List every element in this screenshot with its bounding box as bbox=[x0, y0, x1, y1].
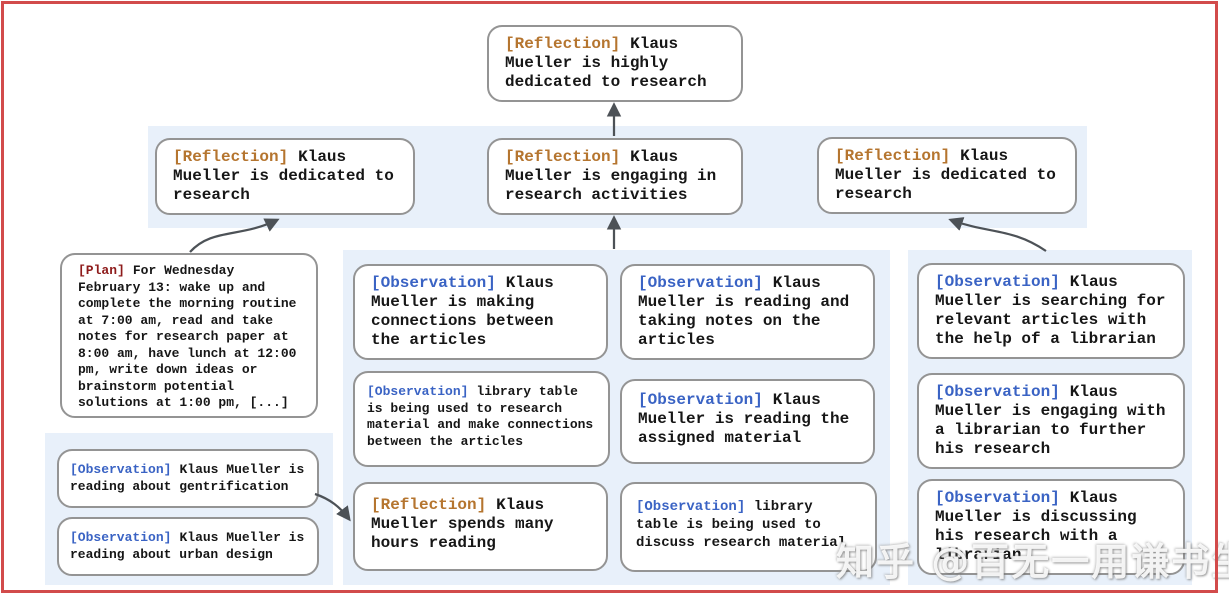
observation-node-assigned-material: [Observation]Klaus Mueller is reading th… bbox=[620, 379, 875, 464]
observation-node-urban-design: [Observation]Klaus Mueller is reading ab… bbox=[57, 517, 319, 576]
reflection-tag: [Reflection] bbox=[835, 147, 951, 165]
node-text: Klaus Mueller is reading and taking note… bbox=[638, 274, 850, 349]
observation-node-library-research: [Observation]library table is being used… bbox=[353, 371, 610, 467]
node-text: Klaus Mueller is reading about urban des… bbox=[70, 530, 305, 562]
observation-node-discuss-material: [Observation]library table is being used… bbox=[620, 482, 877, 572]
reflection-tag: [Reflection] bbox=[371, 496, 487, 514]
node-text: Klaus Mueller is engaging with a librari… bbox=[935, 383, 1166, 458]
node-text: Klaus Mueller is dedicated to research bbox=[835, 147, 1056, 203]
node-text: Klaus Mueller spends many hours reading bbox=[371, 496, 554, 552]
observation-node-gentrification: [Observation]Klaus Mueller is reading ab… bbox=[57, 449, 319, 508]
node-text: library table is being used to discuss r… bbox=[636, 499, 847, 551]
observation-tag: [Observation] bbox=[935, 489, 1060, 507]
observation-tag: [Observation] bbox=[935, 273, 1060, 291]
observation-tag: [Observation] bbox=[638, 274, 763, 292]
reflection-node-row-1: [Reflection]Klaus Mueller is dedicated t… bbox=[155, 138, 415, 215]
observation-tag: [Observation] bbox=[638, 391, 763, 409]
node-text: Klaus Mueller is reading about gentrific… bbox=[70, 462, 305, 494]
reflection-node-row-2: [Reflection]Klaus Mueller is engaging in… bbox=[487, 138, 743, 215]
node-text: Klaus Mueller is highly dedicated to res… bbox=[505, 35, 707, 91]
plan-tag: [Plan] bbox=[78, 263, 125, 278]
node-text: Klaus Mueller is searching for relevant … bbox=[935, 273, 1166, 348]
observation-tag: [Observation] bbox=[367, 384, 469, 399]
watermark: 知乎 @百无一用谦书生 bbox=[836, 540, 1229, 584]
node-text: library table is being used to research … bbox=[367, 384, 594, 449]
node-text: Klaus Mueller is making connections betw… bbox=[371, 274, 554, 349]
node-text: Klaus Mueller is reading the assigned ma… bbox=[638, 391, 850, 447]
reflection-node-root: [Reflection]Klaus Mueller is highly dedi… bbox=[487, 25, 743, 102]
reflection-node-row-3: [Reflection]Klaus Mueller is dedicated t… bbox=[817, 137, 1077, 214]
observation-tag: [Observation] bbox=[70, 462, 172, 477]
reflection-tag: [Reflection] bbox=[505, 148, 621, 166]
observation-tag: [Observation] bbox=[935, 383, 1060, 401]
reflection-tag: [Reflection] bbox=[173, 148, 289, 166]
node-text: Klaus Mueller is engaging in research ac… bbox=[505, 148, 717, 204]
reflection-tag: [Reflection] bbox=[505, 35, 621, 53]
reflection-node-hours-reading: [Reflection]Klaus Mueller spends many ho… bbox=[353, 482, 608, 571]
observation-tag: [Observation] bbox=[70, 530, 172, 545]
observation-node-taking-notes: [Observation]Klaus Mueller is reading an… bbox=[620, 264, 875, 360]
observation-node-discussing-librarian: [Observation]Klaus Mueller is discussing… bbox=[917, 479, 1185, 575]
observation-tag: [Observation] bbox=[371, 274, 496, 292]
plan-node: [Plan]For Wednesday February 13: wake up… bbox=[60, 253, 318, 418]
node-text: Klaus Mueller is discussing his research… bbox=[935, 489, 1137, 564]
observation-node-searching-articles: [Observation]Klaus Mueller is searching … bbox=[917, 263, 1185, 359]
node-text: For Wednesday February 13: wake up and c… bbox=[78, 263, 297, 410]
observation-node-engaging-librarian: [Observation]Klaus Mueller is engaging w… bbox=[917, 373, 1185, 469]
node-text: Klaus Mueller is dedicated to research bbox=[173, 148, 394, 204]
observation-node-making-connections: [Observation]Klaus Mueller is making con… bbox=[353, 264, 608, 360]
observation-tag: [Observation] bbox=[636, 499, 746, 515]
